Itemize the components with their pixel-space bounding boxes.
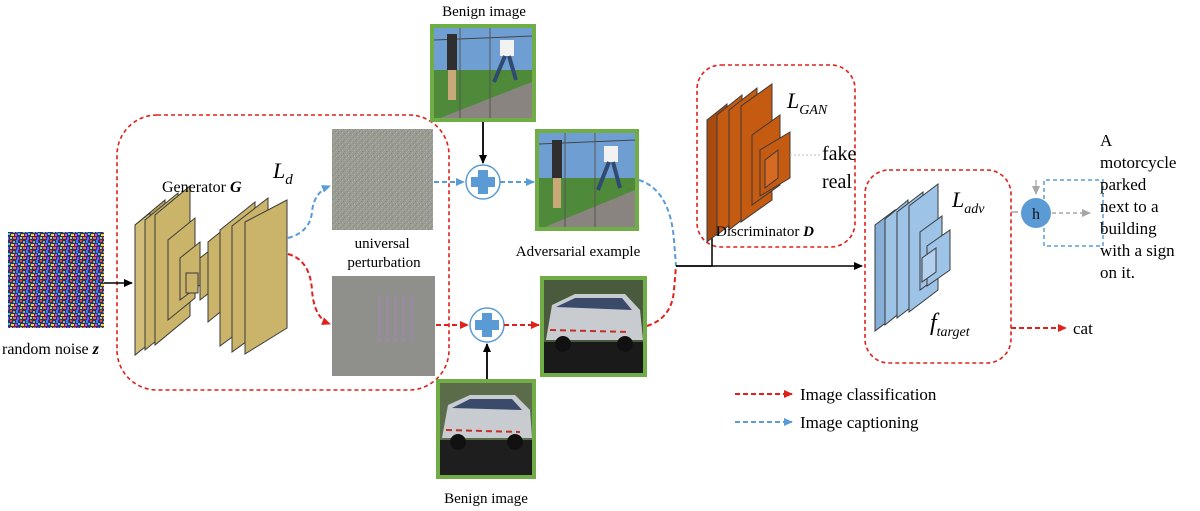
caption-output: A motorcycle parked next to a building w…	[1100, 131, 1181, 282]
benign-image-top	[430, 24, 536, 122]
legend-classification-label: Image classification	[800, 385, 937, 404]
random-noise-label: random noise z	[2, 341, 100, 358]
benign-image-top-label: Benign image	[442, 4, 526, 20]
legend: Image classification Image captioning	[735, 385, 937, 432]
universal-perturbation-image-captioning	[332, 129, 433, 230]
adversarial-car-image	[540, 276, 647, 377]
generator-to-captioning-perturbation-arrow	[288, 186, 330, 238]
generator-label: Generator G	[162, 179, 242, 196]
generator-network	[135, 186, 287, 355]
class-output: cat	[1073, 319, 1093, 338]
target-model-network	[875, 184, 950, 331]
discriminator-label: Discriminator D	[716, 224, 814, 240]
real-label: real	[822, 171, 852, 193]
universal-perturbation-image-classification	[332, 276, 435, 376]
discriminator-network	[707, 84, 790, 242]
add-node-captioning	[466, 165, 500, 199]
universal-perturbation-label: universal perturbation	[347, 236, 421, 271]
benign-image-bottom	[436, 379, 536, 479]
loss-d-label: Ld	[272, 158, 293, 188]
loss-gan-label: LGAN	[786, 88, 828, 118]
add-node-classification	[470, 308, 504, 342]
adversarial-example-label: Adversarial example	[516, 244, 641, 260]
benign-image-bottom-label: Benign image	[444, 491, 528, 507]
legend-captioning-label: Image captioning	[800, 413, 919, 432]
f-target-label: ftarget	[930, 310, 971, 340]
adversarial-classification-to-junction	[647, 266, 676, 326]
adversarial-example-image	[535, 129, 639, 231]
fake-label: fake	[822, 143, 857, 165]
adversarial-captioning-to-junction	[639, 180, 676, 266]
loss-adv-label: Ladv	[951, 187, 985, 217]
generator-to-classification-perturbation-arrow	[288, 254, 330, 324]
h-node: h	[1021, 198, 1051, 228]
svg-text:h: h	[1032, 206, 1040, 223]
random-noise-image	[8, 232, 104, 328]
